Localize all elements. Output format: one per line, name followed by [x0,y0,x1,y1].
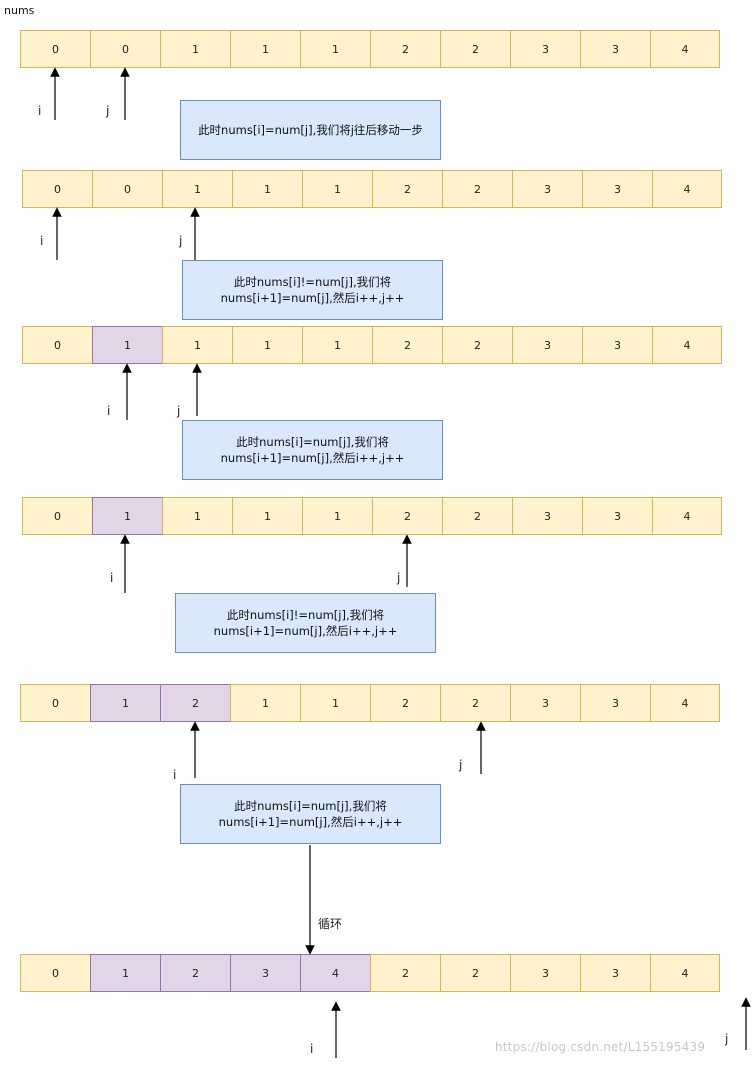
array-cell: 1 [162,497,232,535]
array-cell: 2 [370,30,440,68]
array-cell: 3 [582,170,652,208]
array-cell: 4 [650,954,720,992]
array-cell: 2 [372,170,442,208]
array-cell: 3 [230,954,300,992]
step-note: 此时nums[i]!=num[j],我们将 nums[i+1]=num[j],然… [175,593,436,653]
array-cell: 2 [440,30,510,68]
array-cell: 1 [230,684,300,722]
array-cell: 3 [512,326,582,364]
step-note: 此时nums[i]!=num[j],我们将 nums[i+1]=num[j],然… [182,260,443,320]
array-cell: 3 [512,497,582,535]
pointer-label-j: j [459,758,463,772]
array-cell: 1 [90,954,160,992]
array-cell: 1 [300,684,370,722]
array-cell: 1 [232,497,302,535]
array-cell: 1 [230,30,300,68]
array-cell: 3 [512,170,582,208]
array-cell: 3 [582,497,652,535]
pointer-label-i: i [40,234,44,248]
array-cell: 2 [160,684,230,722]
pointer-label-j: j [397,571,401,585]
array-cell: 2 [372,326,442,364]
array-cell: 1 [232,170,302,208]
array-cell: 4 [652,170,722,208]
array-cell: 0 [20,954,90,992]
array-cell: 2 [370,684,440,722]
array-cell: 4 [650,684,720,722]
array-cell: 3 [510,30,580,68]
array-cell: 2 [160,954,230,992]
pointer-label-j: j [179,234,183,248]
array-cell: 0 [22,497,92,535]
pointer-label-j: j [106,104,110,118]
array-cell: 3 [580,684,650,722]
array-cell: 3 [510,684,580,722]
array-cell: 0 [22,326,92,364]
array-cell: 3 [510,954,580,992]
array-cell: 2 [370,954,440,992]
array-cell: 4 [652,497,722,535]
array-cell: 3 [580,954,650,992]
array-cell: 4 [650,30,720,68]
array-cell: 3 [580,30,650,68]
array-cell: 1 [232,326,302,364]
array-cell: 0 [22,170,92,208]
pointer-label-i: i [310,1042,314,1056]
array-cell: 1 [92,326,162,364]
array-cell: 3 [582,326,652,364]
pointer-label-i: i [173,768,177,782]
array-cell: 0 [90,30,160,68]
array-cell: 4 [300,954,370,992]
step-note: 此时nums[i]=num[j],我们将 nums[i+1]=num[j],然后… [182,420,443,480]
pointer-label-i: i [107,404,111,418]
array-cell: 1 [302,170,372,208]
array-cell: 2 [440,954,510,992]
array-cell: 0 [92,170,162,208]
array-cell: 4 [652,326,722,364]
step-note: 此时nums[i]=num[j],我们将 nums[i+1]=num[j],然后… [180,784,441,844]
step-note: 此时nums[i]=num[j],我们将j往后移动一步 [180,100,441,160]
nums-title: nums [4,4,35,17]
pointer-label-i: i [38,104,42,118]
array-cell: 2 [440,684,510,722]
array-cell: 2 [442,326,512,364]
array-cell: 2 [372,497,442,535]
array-cell: 1 [160,30,230,68]
array-cell: 1 [90,684,160,722]
array-cell: 2 [442,170,512,208]
array-cell: 2 [442,497,512,535]
array-cell: 1 [300,30,370,68]
watermark: https://blog.csdn.net/L155195439 [495,1040,706,1054]
pointer-label-i: i [110,571,114,585]
array-cell: 1 [302,326,372,364]
pointer-label-j: j [725,1032,729,1046]
array-cell: 0 [20,684,90,722]
pointer-label-j: j [177,404,181,418]
array-cell: 1 [302,497,372,535]
loop-label: 循环 [318,917,343,931]
